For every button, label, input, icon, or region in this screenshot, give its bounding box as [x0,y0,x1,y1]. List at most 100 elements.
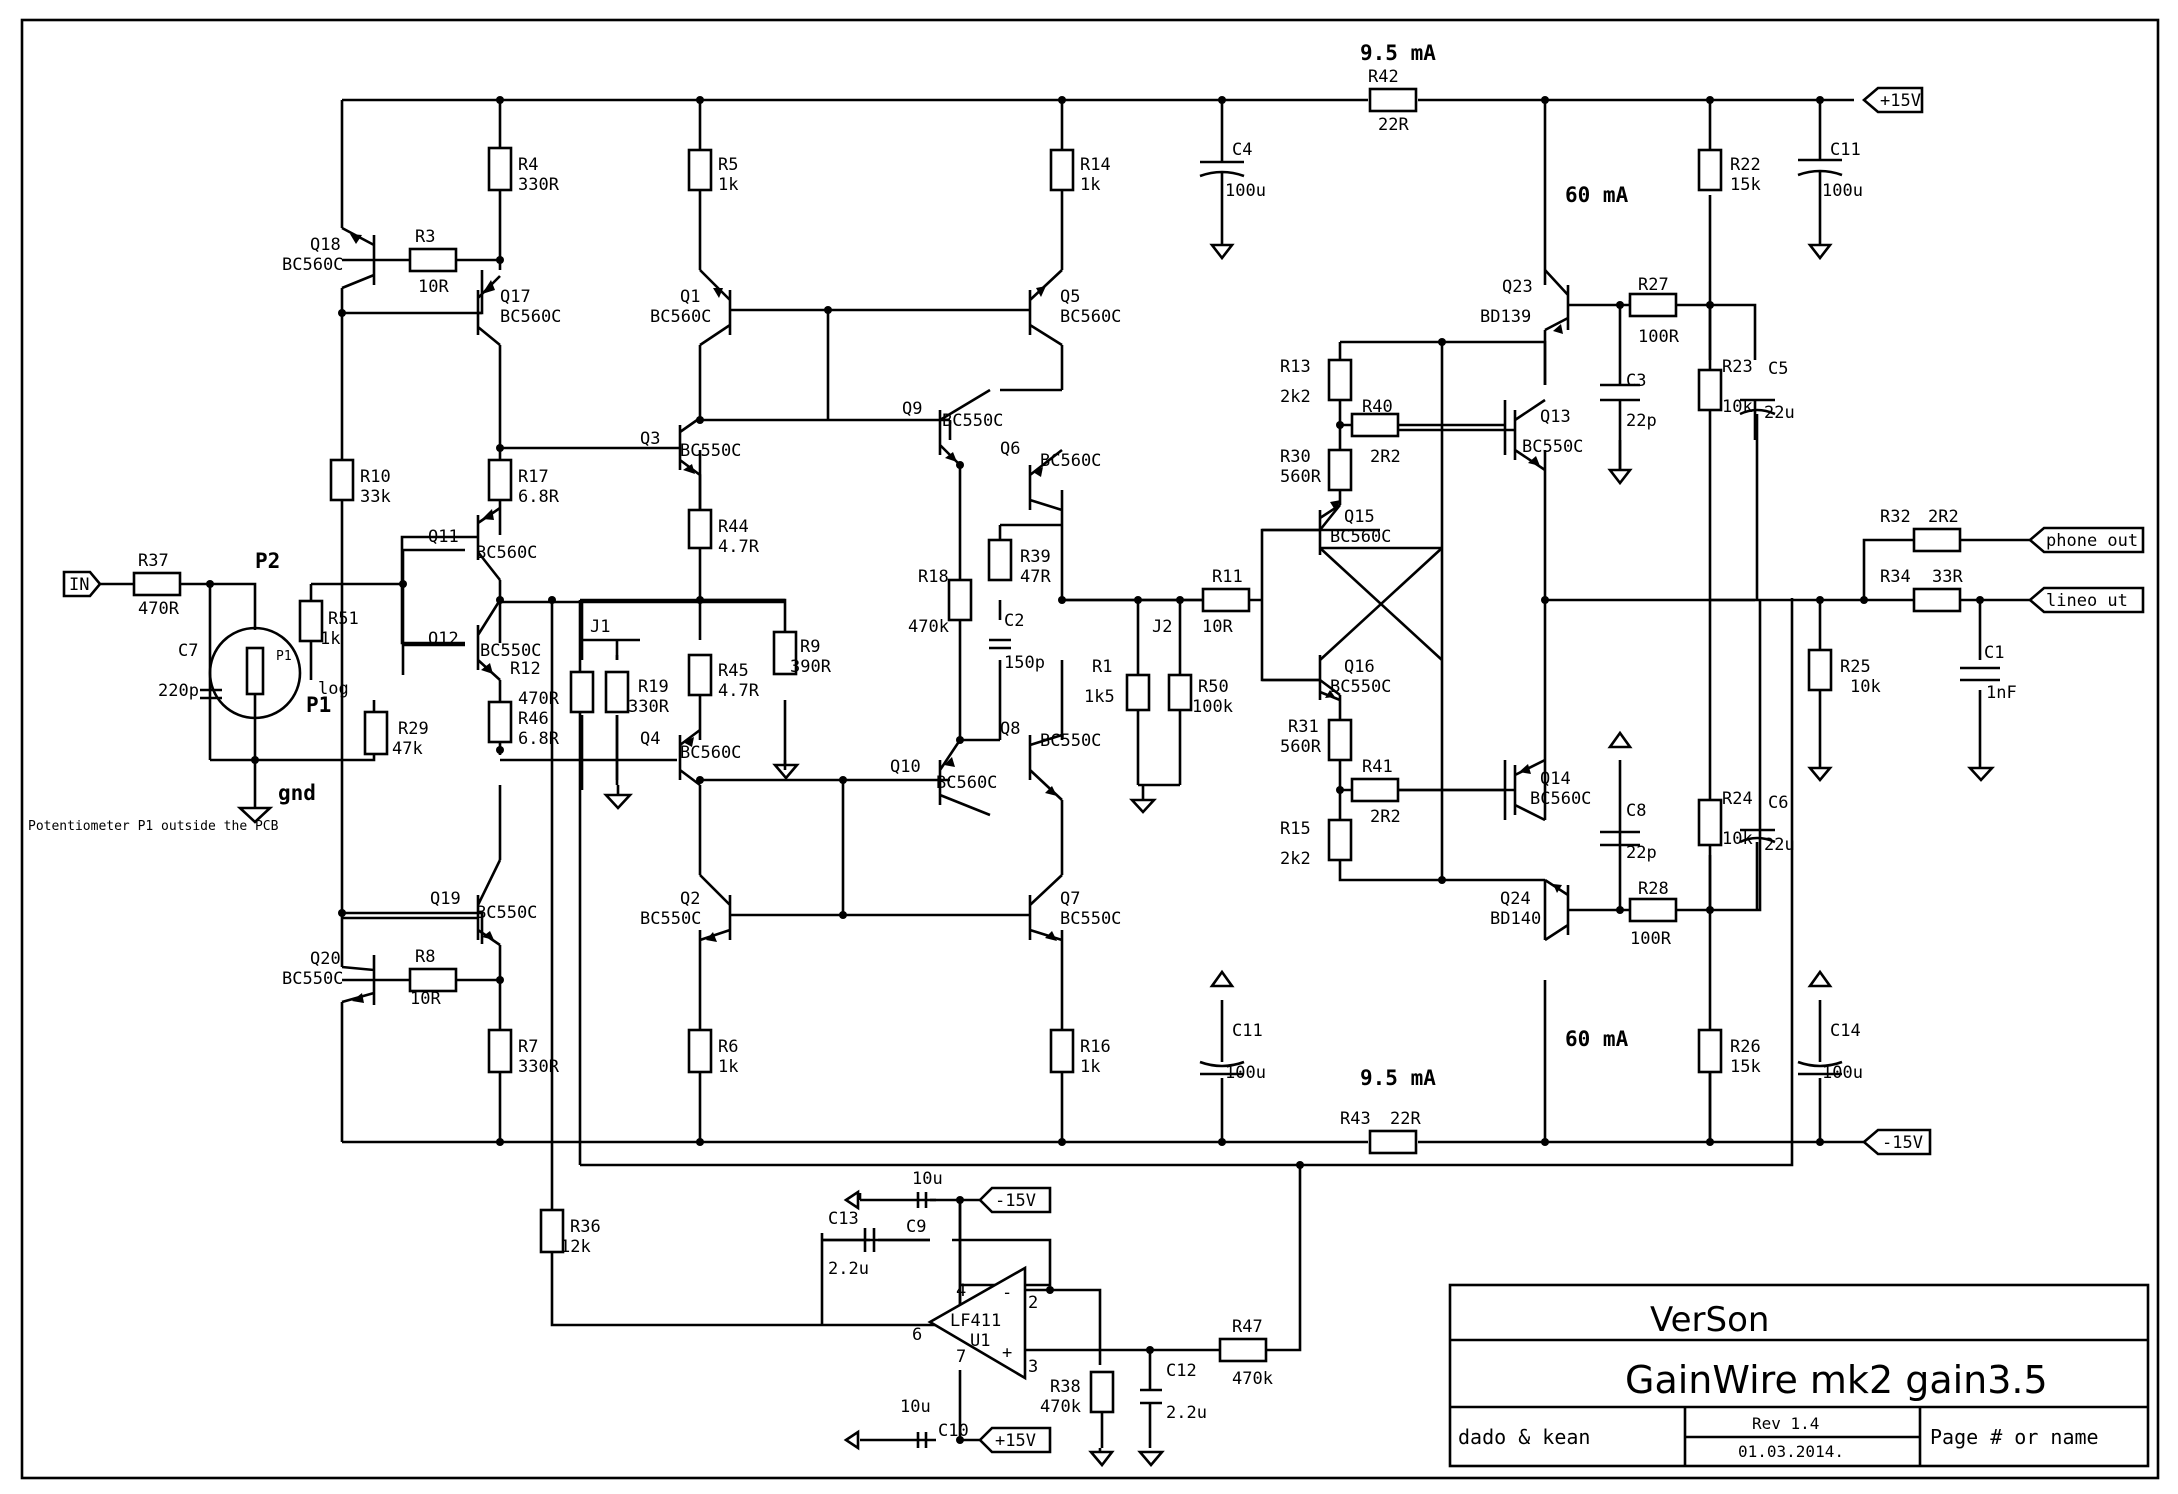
ref-q8: Q8 [1000,719,1020,739]
val-r11: 10R [1202,617,1233,637]
ref-r3: R3 [415,227,435,247]
ref-q17: Q17 [500,287,531,307]
ref-r13: R13 [1280,357,1311,377]
output-network [1807,538,2030,783]
title-revision: Rev 1.4 [1752,1414,1819,1433]
val-r42: 22R [1378,115,1409,135]
resistor-r26 [1697,1028,1723,1074]
val-r27: 100R [1638,327,1680,347]
val-r1: 1k5 [1084,687,1115,707]
transistor-q2 [699,874,732,942]
val-r40: 2R2 [1370,447,1401,467]
ref-r51: R51 [328,609,359,629]
ref-c13: C13 [828,1209,859,1229]
ref-r47: R47 [1232,1317,1263,1337]
ref-r6: R6 [718,1037,738,1057]
resistor-r6 [687,1028,713,1074]
transistor-q6 [1028,448,1063,512]
type-q16: BC550C [1330,677,1391,697]
val-r34: 33R [1932,567,1963,587]
ref-r15: R15 [1280,819,1311,839]
port-line-text: lineo ut [2046,591,2128,611]
ref-q9: Q9 [902,399,922,419]
ref-c4: C4 [1232,140,1252,160]
port-pos-rail [1862,86,1924,114]
val-r38: 470k [1040,1397,1081,1417]
val-r25: 10k [1850,677,1881,697]
val-r32: 2R2 [1928,507,1959,527]
sheet-border [20,18,2160,1480]
val-r36: 12k [560,1237,591,1257]
resistor-r31 [1327,718,1353,762]
port-neg-text: -15V [1882,1133,1923,1153]
ref-c12: C12 [1166,1361,1197,1381]
val-r39: 47R [1020,567,1051,587]
type-q3: BC550C [680,441,741,461]
capacitor-c3 [1600,383,1640,486]
ref-r19: R19 [638,677,669,697]
text-layer: 9.5 mA 9.5 mA 60 mA 60 mA Potentiometer … [28,41,2138,1451]
port-input [62,570,102,598]
transistor-q16 [1318,655,1341,702]
capacitor-c11-bottom [1199,969,1245,1142]
potentiometer-p1 [245,646,265,696]
ref-j2: J2 [1152,617,1172,637]
ref-r4: R4 [518,155,538,175]
resistor-r24 [1697,798,1723,847]
transistor-q14 [1398,758,1546,822]
ref-r5: R5 [718,155,738,175]
ref-r45: R45 [718,661,749,681]
port-pos-text: +15V [1880,91,1921,111]
port-line-out [2028,586,2145,614]
pin-6: 6 [912,1325,922,1345]
ref-q23: Q23 [1502,277,1533,297]
ref-q15: Q15 [1344,507,1375,527]
val-c11-bottom: 100u [1225,1063,1266,1083]
ref-r40: R40 [1362,397,1393,417]
transistor-q10 [938,739,991,817]
title-block: VerSon GainWire mk2 gain3.5 dado & kean … [1448,1283,2150,1468]
resistor-r41 [1350,777,1400,803]
ref-r30: R30 [1280,447,1311,467]
transistor-q17 [476,275,501,347]
port-servo-pos [978,1426,1052,1454]
resistor-r38 [1089,1370,1115,1414]
type-q14: BC560C [1530,789,1591,809]
ref-q18: Q18 [310,235,341,255]
port-servo-pos-text: +15V [995,1431,1036,1451]
resistor-r-j1a [569,670,595,714]
ref-r14: R14 [1080,155,1111,175]
ref-q24: Q24 [1500,889,1531,909]
type-q13: BC550C [1522,437,1583,457]
val-r9: 390R [790,657,832,677]
ref-u1: U1 [970,1331,990,1351]
val-r13: 2k2 [1280,387,1311,407]
resistor-r39 [987,538,1013,582]
resistor-r50 [1167,673,1193,712]
resistor-r14 [1049,148,1075,192]
resistor-r29 [363,710,389,756]
pin-4: 4 [956,1281,966,1301]
ref-r42: R42 [1368,67,1399,87]
j1-ground [603,640,633,810]
val-r45: 4.7R [718,681,760,701]
pin-2: 2 [1028,1293,1038,1313]
ref-r39: R39 [1020,547,1051,567]
ref-c6: C6 [1768,793,1788,813]
resistor-r11 [1201,587,1251,613]
resistor-r40 [1350,412,1400,438]
val-c1: 1nF [1986,683,2017,703]
title-page: Page # or name [1930,1425,2099,1449]
type-q10: BC560C [936,773,997,793]
type-q23: BD139 [1480,307,1531,327]
label-bottom-current: 9.5 mA [1360,1066,1436,1090]
ref-r16: R16 [1080,1037,1111,1057]
val-r29: 47k [392,739,423,759]
resistor-r5 [687,148,713,192]
ref-q11: Q11 [428,527,459,547]
transistor-q7 [1028,874,1063,942]
ref-q14: Q14 [1540,769,1571,789]
ref-r41: R41 [1362,757,1393,777]
val-r6: 1k [718,1057,738,1077]
val-c4: 100u [1225,181,1266,201]
